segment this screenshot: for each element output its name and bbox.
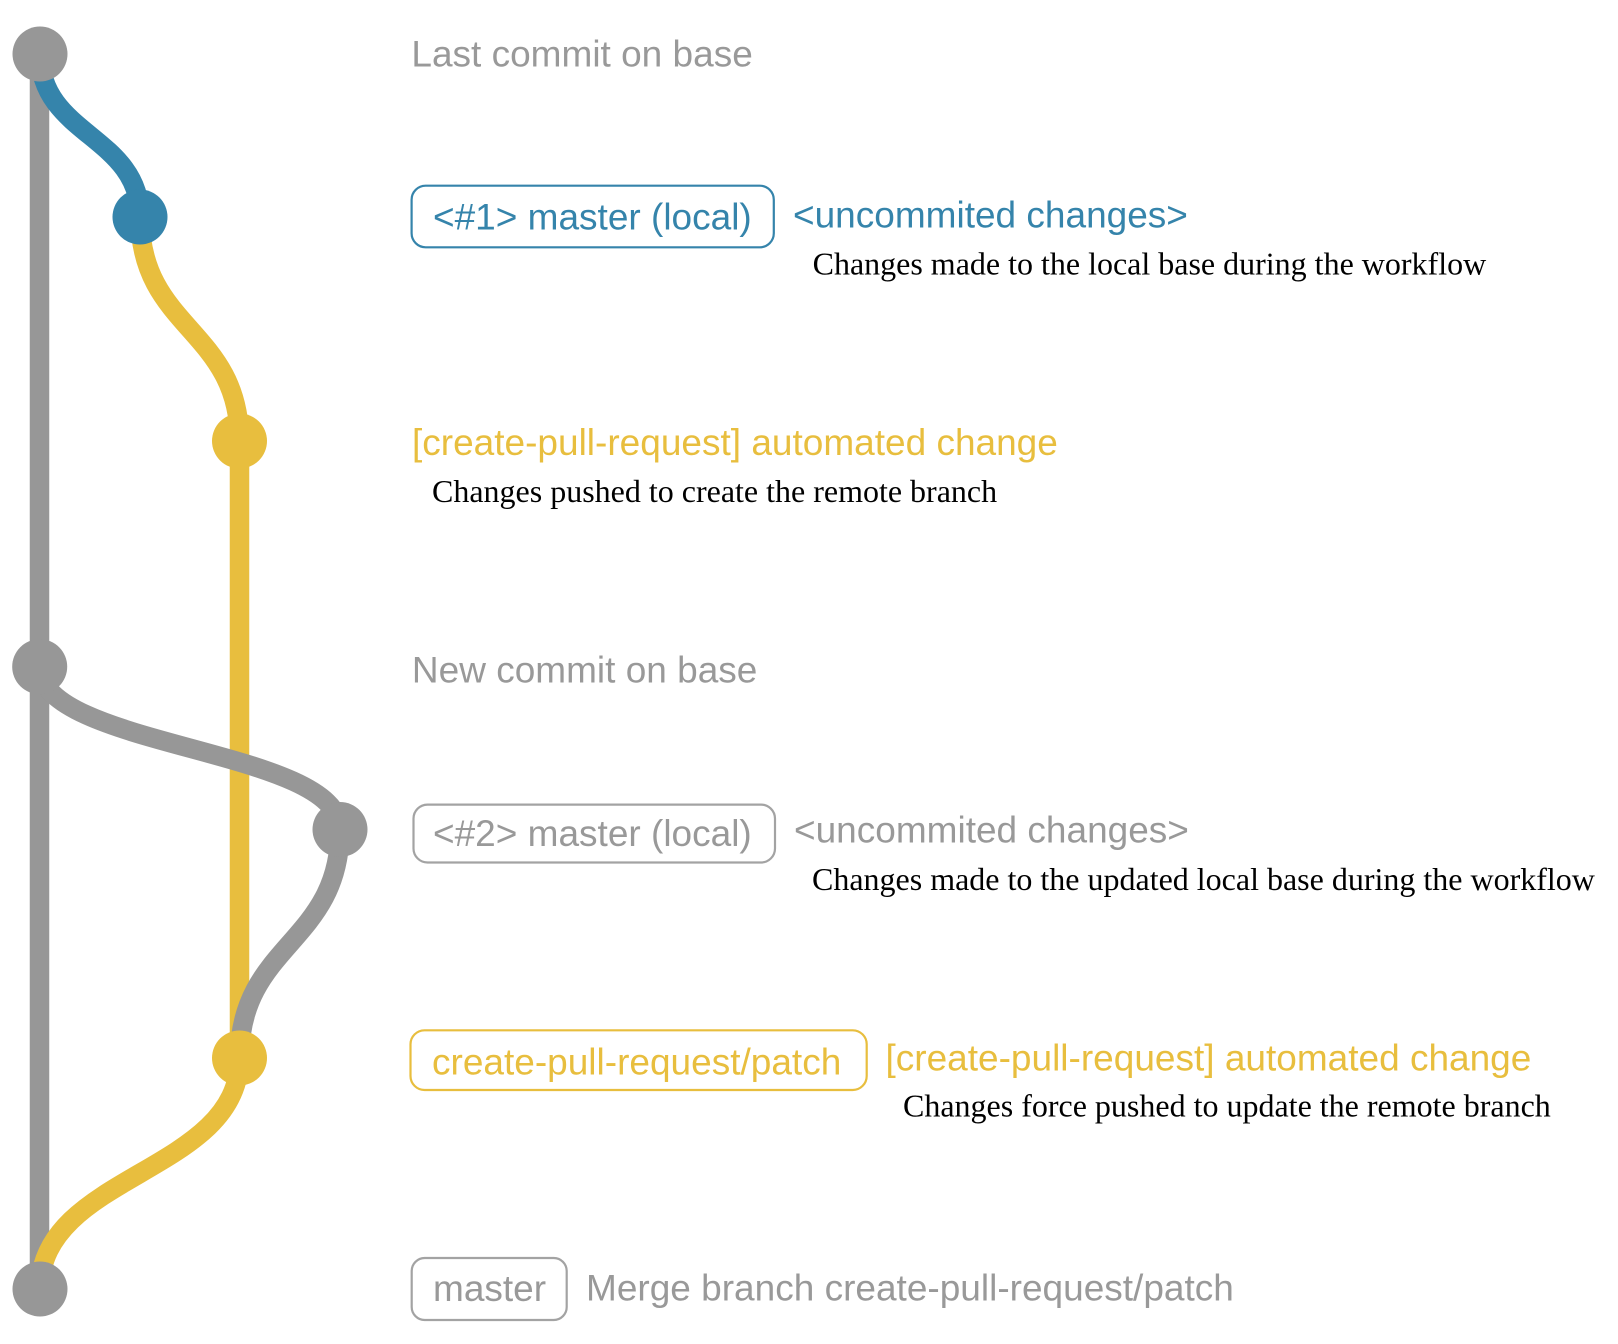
svg-text:Merge branch create-pull-reque: Merge branch create-pull-request/patch: [586, 1268, 1234, 1309]
svg-text:<#1> master (local): <#1> master (local): [433, 197, 752, 238]
svg-text:master: master: [433, 1268, 546, 1309]
svg-text:<uncommited changes>: <uncommited changes>: [794, 810, 1189, 851]
svg-text:[create-pull-request] automate: [create-pull-request] automated change: [412, 422, 1058, 463]
svg-text:Changes pushed to create the r: Changes pushed to create the remote bran…: [432, 473, 997, 509]
svg-text:Changes made to the updated lo: Changes made to the updated local base d…: [812, 861, 1595, 897]
svg-text:<#2> master (local): <#2> master (local): [433, 813, 752, 854]
svg-text:Changes made to the local base: Changes made to the local base during th…: [813, 246, 1487, 282]
svg-text:<uncommited changes>: <uncommited changes>: [793, 194, 1188, 235]
svg-text:create-pull-request/patch: create-pull-request/patch: [432, 1041, 841, 1082]
svg-text:Changes force pushed to update: Changes force pushed to update the remot…: [903, 1088, 1551, 1124]
svg-text:Last commit on base: Last commit on base: [411, 34, 752, 75]
svg-text:New commit on base: New commit on base: [412, 650, 757, 691]
svg-text:[create-pull-request] automate: [create-pull-request] automated change: [886, 1037, 1532, 1078]
